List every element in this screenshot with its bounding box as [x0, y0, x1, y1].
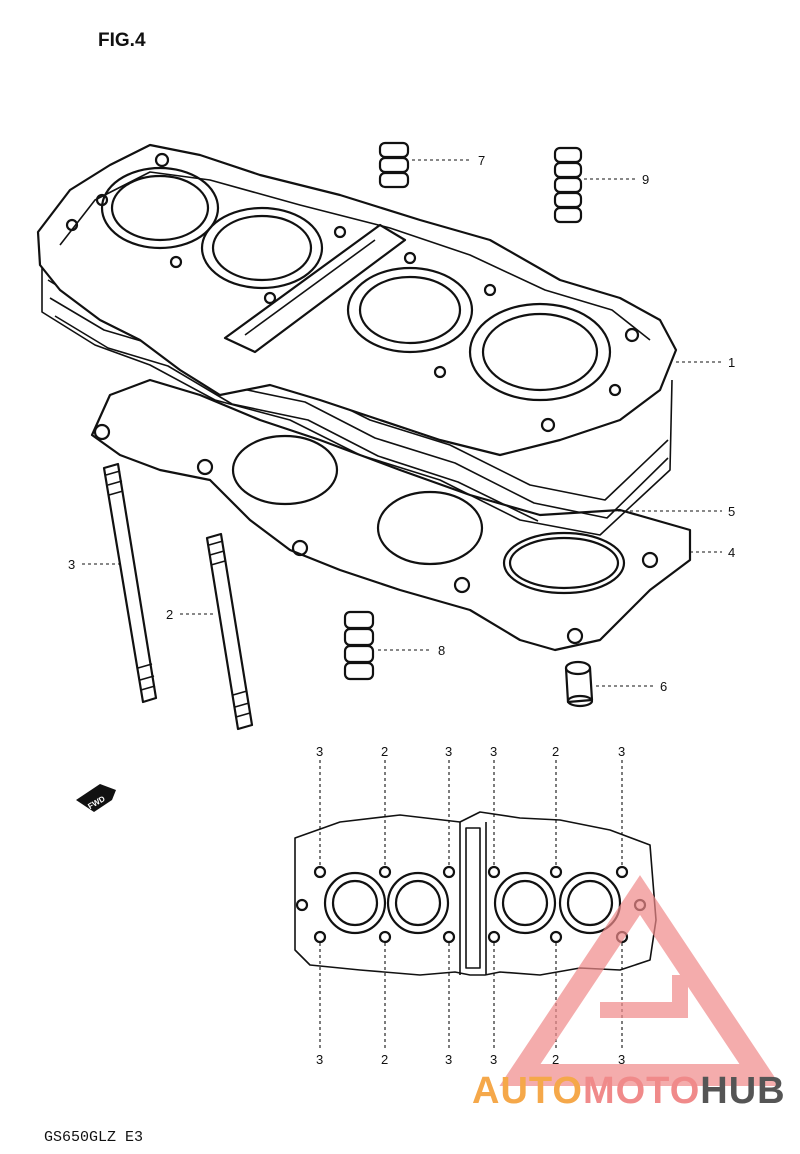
- bolt-label-bottom-5: 2: [552, 1052, 559, 1067]
- base-gasket: [90, 378, 692, 652]
- o-ring: [502, 531, 626, 595]
- callout-5: 5: [728, 504, 735, 519]
- stud-short: [205, 532, 254, 731]
- watermark-text: AUTOMOTOHUB: [472, 1070, 786, 1112]
- footer-code: GS650GLZ E3: [44, 1129, 143, 1146]
- callout-6: 6: [660, 679, 667, 694]
- callout-1: 1: [728, 355, 735, 370]
- bolt-label-top-1: 3: [316, 744, 323, 759]
- bolt-label-top-6: 3: [618, 744, 625, 759]
- bolt-label-top-5: 2: [552, 744, 559, 759]
- watermark-part-3: HUB: [700, 1070, 785, 1112]
- fwd-arrow-icon: FWD: [76, 784, 116, 812]
- callout-3: 3: [68, 557, 75, 572]
- damper-tall: [553, 146, 583, 224]
- bolt-label-top-2: 2: [381, 744, 388, 759]
- watermark-logo: [499, 875, 781, 1086]
- watermark-part-2: MOTO: [583, 1070, 700, 1112]
- bolt-label-bottom-3: 3: [445, 1052, 452, 1067]
- watermark-part-1: AUTO: [472, 1070, 583, 1112]
- damper-medium: [343, 610, 375, 681]
- bolt-pattern-view: [294, 760, 657, 1050]
- callout-9: 9: [642, 172, 649, 187]
- bolt-label-top-4: 3: [490, 744, 497, 759]
- stud-long: [102, 462, 158, 704]
- dowel-pin: [564, 660, 594, 708]
- callout-7: 7: [478, 153, 485, 168]
- callout-8: 8: [438, 643, 445, 658]
- callout-2: 2: [166, 607, 173, 622]
- callout-4: 4: [728, 545, 735, 560]
- figure-label: FIG.4: [98, 30, 146, 51]
- bolt-label-bottom-6: 3: [618, 1052, 625, 1067]
- bolt-label-bottom-1: 3: [316, 1052, 323, 1067]
- bolt-label-bottom-4: 3: [490, 1052, 497, 1067]
- bolt-label-bottom-2: 2: [381, 1052, 388, 1067]
- damper-small: [378, 141, 410, 189]
- cylinder-block: [36, 143, 678, 536]
- bolt-label-top-3: 3: [445, 744, 452, 759]
